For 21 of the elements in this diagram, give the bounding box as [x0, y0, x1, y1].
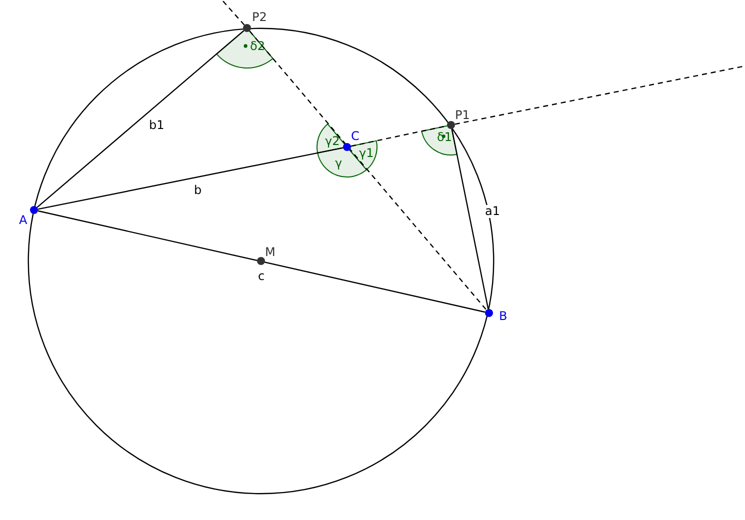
- edge-label: c: [257, 270, 266, 283]
- angle-label: γ: [335, 157, 342, 170]
- line-segment: [451, 128, 489, 310]
- edge-label: a1: [484, 205, 501, 218]
- edge-label: b: [193, 184, 203, 197]
- edge-label: b1: [148, 119, 166, 132]
- line-segment: [38, 210, 486, 313]
- point-label: A: [19, 214, 28, 227]
- dashed-line: [454, 65, 745, 125]
- point-label: B: [499, 310, 508, 323]
- point-label: C: [351, 130, 360, 143]
- point-label: P2: [252, 11, 267, 24]
- dashed-line: [249, 30, 487, 310]
- line-segment: [38, 147, 344, 210]
- point-label: P1: [455, 109, 470, 122]
- point-label: M: [265, 246, 276, 259]
- angle-label: γ1: [359, 147, 374, 160]
- line-segment: [36, 30, 244, 208]
- angle-label: δ2: [250, 40, 265, 53]
- dashed-line: [222, 0, 245, 26]
- angle-label: γ2: [325, 135, 340, 148]
